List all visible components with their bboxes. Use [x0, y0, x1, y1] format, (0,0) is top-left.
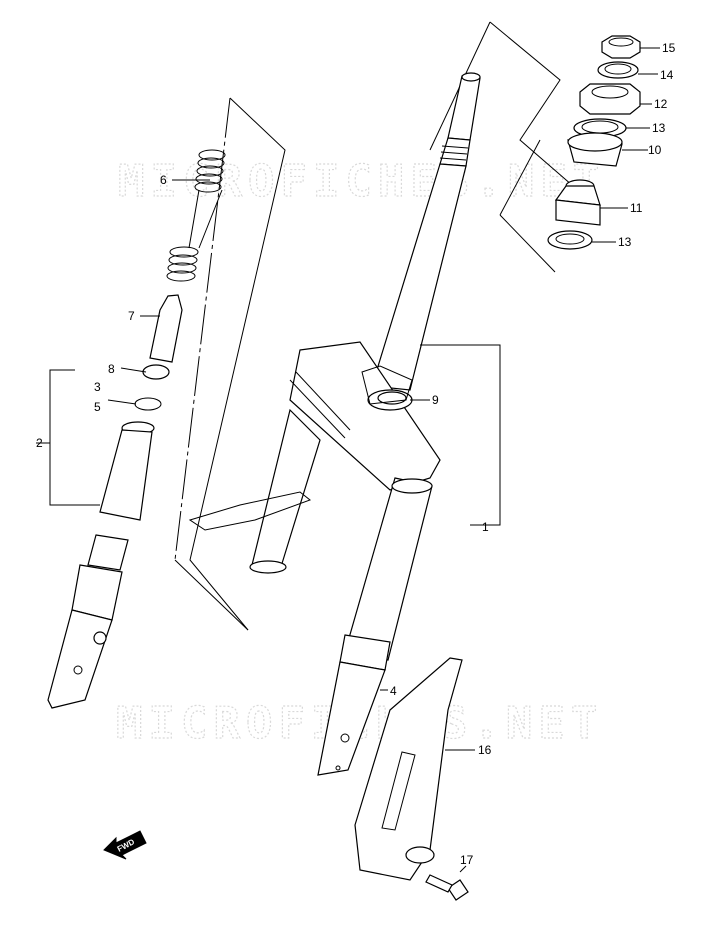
callout-10: 10 — [648, 143, 662, 157]
callout-5: 5 — [94, 400, 101, 414]
fork-crown — [289, 341, 441, 491]
bolt — [425, 874, 469, 901]
callout-13-lower: 13 — [618, 235, 632, 249]
steering-stem — [371, 72, 481, 391]
fwd-arrow-icon: FWD — [103, 830, 147, 860]
callout-6: 6 — [160, 173, 167, 187]
assembly-outline-left — [174, 97, 286, 631]
leader-lines — [36, 47, 660, 873]
bearing-race-upper — [567, 132, 623, 167]
callout-2: 2 — [36, 436, 43, 450]
fork-leg-left — [188, 408, 321, 574]
callout-11: 11 — [630, 201, 643, 215]
callout-3: 3 — [94, 380, 101, 394]
spring — [166, 149, 226, 282]
callout-15: 15 — [662, 41, 676, 55]
fork-cover — [354, 657, 463, 881]
callout-8: 8 — [108, 362, 115, 376]
callout-12: 12 — [654, 97, 668, 111]
assembly-outline-stem — [429, 21, 596, 273]
lock-washer — [597, 61, 639, 79]
bearing-race-lower — [554, 179, 601, 226]
callout-14: 14 — [660, 68, 674, 82]
callout-17: 17 — [460, 853, 474, 867]
bearing-lower — [547, 230, 593, 250]
crown-clip — [361, 365, 413, 405]
stem-nut-top — [601, 35, 641, 59]
circlip — [134, 397, 162, 411]
watermark-top: MICROFICHES.NET — [118, 156, 605, 207]
callout-1: 1 — [482, 520, 489, 534]
callout-13-upper: 13 — [652, 121, 666, 135]
fork-leg-right — [317, 477, 433, 776]
bearing-cone-nut — [579, 83, 641, 115]
callout-4: 4 — [390, 684, 397, 698]
washer — [142, 364, 170, 380]
callout-7: 7 — [128, 309, 135, 323]
damper-rod — [149, 294, 183, 363]
callout-9: 9 — [432, 393, 439, 407]
callout-16: 16 — [478, 743, 492, 757]
inner-tube — [47, 421, 155, 709]
